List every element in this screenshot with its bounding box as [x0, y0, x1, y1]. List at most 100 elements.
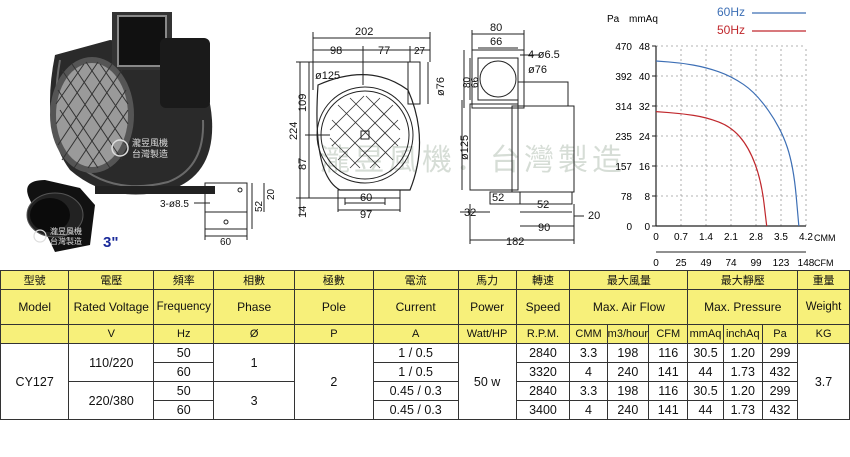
dim-202: 202 [355, 26, 373, 38]
cell-inchaq: 1.20 [722, 343, 763, 363]
dim-90: 90 [538, 222, 550, 234]
th-frequency-zh: 頻率 [153, 270, 215, 290]
th-airflow: Max. Air Flow [569, 289, 689, 325]
badge-line1: 瀧昱風機 [132, 137, 168, 149]
size-label: 3" [103, 234, 118, 251]
dim-76: ø76 [435, 77, 447, 96]
unit-v: V [68, 324, 155, 344]
dim-14: 14 [297, 206, 309, 218]
y-tick-pa: 78 [621, 192, 633, 203]
spec-table: 型號 電壓 頻率 相數 極數 電流 馬力 轉速 最大風量 最大靜壓 重量 Mod… [0, 270, 850, 420]
y-unit-pa: Pa [607, 14, 620, 25]
dim-80: 80 [490, 22, 502, 34]
legend-50hz-label: 50Hz [717, 23, 745, 37]
flange-badge-line1: 瀧昱風機 [50, 226, 82, 236]
th-weight-zh: 重量 [797, 270, 850, 290]
dim-125v: ø125 [459, 135, 471, 160]
cell-cfm: 141 [648, 362, 689, 382]
x-tick-cfm: 123 [773, 258, 790, 268]
watermark-text: 瀧昱風機．台灣製造 [320, 143, 626, 178]
cell-rpm: 2840 [515, 381, 571, 401]
cell-rpm: 2840 [515, 343, 571, 363]
th-model: Model [0, 289, 70, 325]
header-row-english: Model Rated Voltage Frequency Phase Pole… [0, 289, 850, 325]
dim-66: 66 [490, 36, 502, 48]
cell-inchaq: 1.20 [722, 381, 763, 401]
y-tick-mmaq: 8 [644, 192, 650, 203]
side-view-drawing [460, 30, 584, 244]
unit-hz: Hz [153, 324, 215, 344]
legend-60hz-label: 60Hz [717, 5, 745, 19]
th-weight: Weight [797, 289, 850, 325]
cell-m3h: 198 [606, 381, 650, 401]
x-tick-cmm: 0 [653, 232, 659, 243]
x-tick-cfm: 148 [798, 258, 815, 268]
y-tick-mmaq: 32 [639, 102, 651, 113]
cell-pa: 299 [761, 381, 799, 401]
cell-current: 0.45 / 0.3 [372, 381, 459, 401]
cell-m3h: 240 [606, 400, 650, 420]
cell-pa: 432 [761, 362, 799, 382]
dim-52a: 52 [492, 192, 504, 204]
cell-model: CY127 [0, 343, 70, 420]
cell-freq: 60 [153, 362, 215, 382]
dim-182: 182 [506, 236, 524, 248]
dim-60: 60 [360, 192, 372, 204]
dim-32: 32 [464, 207, 476, 219]
y-tick-mmaq: 40 [639, 72, 651, 83]
th-model-zh: 型號 [0, 270, 70, 290]
table-row: 60 0.45 / 0.3 3400 4 240 141 44 1.73 432 [1, 400, 850, 420]
y-unit-mmaq: mmAq [629, 14, 658, 25]
unit-a: A [372, 324, 459, 344]
cell-freq: 50 [153, 381, 215, 401]
cell-cmm: 4 [569, 400, 608, 420]
th-pole: Pole [294, 289, 374, 325]
spec-sheet-top: 瀧昱風機．台灣製造 瀧昱風機 台灣製造 [26, 5, 836, 268]
y-tick-pa: 314 [615, 102, 632, 113]
x-tick-cmm: 2.1 [724, 232, 738, 243]
cell-rpm: 3320 [515, 362, 571, 382]
cell-inchaq: 1.73 [722, 362, 763, 382]
flange-photo: 瀧昱風機 台灣製造 3" [26, 180, 118, 252]
dim-109: 109 [297, 94, 309, 112]
x-unit-cfm: CFM [814, 258, 834, 268]
y-tick-pa: 0 [626, 222, 632, 233]
th-phase-zh: 相數 [213, 270, 296, 290]
cell-m3h: 198 [606, 343, 650, 363]
unit-pa: Pa [761, 324, 799, 344]
th-power-zh: 馬力 [457, 270, 517, 290]
badge-line2: 台灣製造 [132, 148, 168, 160]
cell-phase-2: 3 [213, 381, 296, 420]
table-row: 220/380 50 3 0.45 / 0.3 2840 3.3 198 116… [1, 381, 850, 420]
th-airflow-zh: 最大風量 [569, 270, 689, 290]
x-tick-cfm: 99 [750, 258, 762, 268]
flange-drawing [194, 182, 265, 240]
series-line-60hz [655, 60, 800, 227]
th-speed-zh: 轉速 [515, 270, 571, 290]
cell-freq: 50 [153, 343, 215, 363]
y-tick-mmaq: 48 [639, 42, 651, 53]
unit-m3h: m3/hour [606, 324, 650, 344]
dim-20: 20 [588, 210, 600, 222]
unit-rpm: R.P.M. [515, 324, 571, 344]
cell-current: 1 / 0.5 [372, 362, 459, 382]
y-tick-mmaq: 0 [644, 222, 650, 233]
x-tick-cmm: 1.4 [699, 232, 713, 243]
y-tick-pa: 157 [615, 162, 632, 173]
x-tick-cmm: 0.7 [674, 232, 688, 243]
flange-20-dim: 20 [266, 188, 277, 200]
cell-pole: 2 [294, 343, 374, 420]
cell-cfm: 116 [648, 343, 689, 363]
cell-power: 50 w [457, 343, 517, 420]
header-row-chinese: 型號 電壓 頻率 相數 極數 電流 馬力 轉速 最大風量 最大靜壓 重量 [0, 270, 850, 290]
cell-cmm: 4 [569, 362, 608, 382]
x-tick-cfm: 74 [725, 258, 737, 268]
units-row: V Hz Ø P A Watt/HP R.P.M. CMM m3/hour CF… [0, 324, 850, 344]
flange-badge-line2: 台灣製造 [50, 236, 82, 246]
cell-pa: 299 [761, 343, 799, 363]
cell-cfm: 116 [648, 381, 689, 401]
x-tick-cfm: 49 [700, 258, 712, 268]
cell-current: 0.45 / 0.3 [372, 400, 459, 420]
dim-87: 87 [297, 158, 309, 170]
